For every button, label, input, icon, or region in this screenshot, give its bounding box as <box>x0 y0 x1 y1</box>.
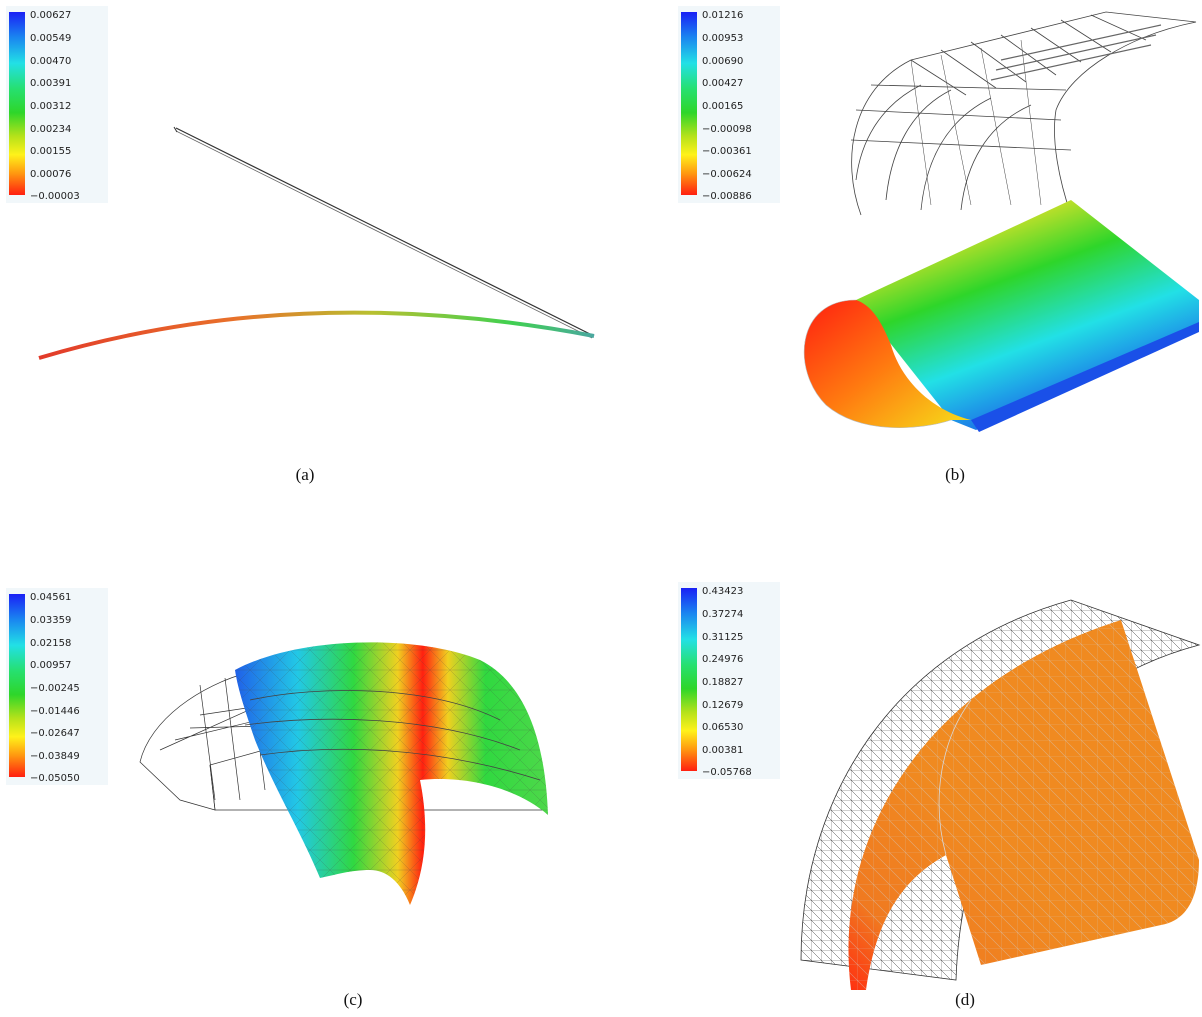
color-scale-bar <box>9 594 25 777</box>
legend-tick: −0.03849 <box>30 751 80 762</box>
deformation-plot-b <box>803 11 1199 432</box>
legend-tick: 0.00155 <box>30 146 72 157</box>
shell-bottom-edge <box>971 322 1199 432</box>
legend-tick: 0.00234 <box>30 124 72 135</box>
deformation-plot-d <box>800 599 1201 990</box>
color-scale-bar <box>681 588 697 771</box>
undeformed-wireframe <box>173 126 595 339</box>
legend-tick: 0.06530 <box>702 722 744 733</box>
legend-tick: −0.02647 <box>30 728 80 739</box>
figure-panel-b: 0.01216 0.00953 0.00690 0.00427 0.00165 … <box>601 0 1202 500</box>
deformed-shell-surface <box>856 200 1199 430</box>
legend-tick: 0.00549 <box>30 33 72 44</box>
color-scale-bar <box>9 12 25 195</box>
legend-tick: 0.24976 <box>702 654 744 665</box>
legend-tick: −0.05768 <box>702 767 752 778</box>
panel-caption: (c) <box>343 990 363 1009</box>
panel-caption: (a) <box>295 465 315 484</box>
color-scale-legend: 0.01216 0.00953 0.00690 0.00427 0.00165 … <box>678 6 780 203</box>
color-scale-legend: 0.43423 0.37274 0.31125 0.24976 0.18827 … <box>678 582 780 779</box>
color-scale-legend: 0.00627 0.00549 0.00470 0.00391 0.00312 … <box>6 6 108 203</box>
undeformed-wireframe <box>850 11 1197 216</box>
legend-tick: 0.12679 <box>702 700 744 711</box>
legend-tick: −0.00624 <box>702 169 752 180</box>
legend-tick: −0.00003 <box>30 191 80 202</box>
legend-tick: 0.00381 <box>702 745 744 756</box>
figure-panel-d: 0.43423 0.37274 0.31125 0.24976 0.18827 … <box>601 500 1202 1017</box>
panel-caption: (b) <box>945 465 965 484</box>
legend-tick: 0.00953 <box>702 33 744 44</box>
legend-tick: 0.00165 <box>702 101 744 112</box>
deformation-plot-c <box>139 642 548 905</box>
legend-tick: 0.00470 <box>30 56 72 67</box>
legend-tick: 0.00312 <box>30 101 72 112</box>
legend-tick: 0.03359 <box>30 615 72 626</box>
legend-tick: 0.37274 <box>702 609 744 620</box>
legend-tick: 0.04561 <box>30 592 72 603</box>
legend-tick: −0.00245 <box>30 683 80 694</box>
legend-tick: −0.05050 <box>30 773 80 784</box>
color-scale-bar <box>681 12 697 195</box>
legend-tick: 0.00690 <box>702 56 744 67</box>
color-scale-legend: 0.04561 0.03359 0.02158 0.00957 −0.00245… <box>6 588 108 785</box>
legend-tick: 0.00391 <box>30 78 72 89</box>
figure-panel-a: 0.00627 0.00549 0.00470 0.00391 0.00312 … <box>0 0 601 500</box>
legend-tick: 0.00957 <box>30 660 72 671</box>
legend-tick: 0.02158 <box>30 638 72 649</box>
legend-tick: 0.00076 <box>30 169 72 180</box>
legend-tick: −0.00098 <box>702 124 752 135</box>
legend-tick: 0.00627 <box>30 10 72 21</box>
legend-tick: −0.01446 <box>30 706 80 717</box>
shell-end-cap <box>804 300 971 428</box>
legend-tick: 0.31125 <box>702 632 744 643</box>
legend-tick: 0.01216 <box>702 10 744 21</box>
legend-tick: 0.18827 <box>702 677 744 688</box>
deformation-plot-a <box>38 126 595 360</box>
legend-tick: −0.00361 <box>702 146 752 157</box>
legend-tick: 0.43423 <box>702 586 744 597</box>
panel-caption: (d) <box>955 990 975 1009</box>
deformed-shell-curve <box>38 310 595 360</box>
legend-tick: −0.00886 <box>702 191 752 202</box>
figure-panel-c: 0.04561 0.03359 0.02158 0.00957 −0.00245… <box>0 500 601 1017</box>
legend-tick: 0.00427 <box>702 78 744 89</box>
